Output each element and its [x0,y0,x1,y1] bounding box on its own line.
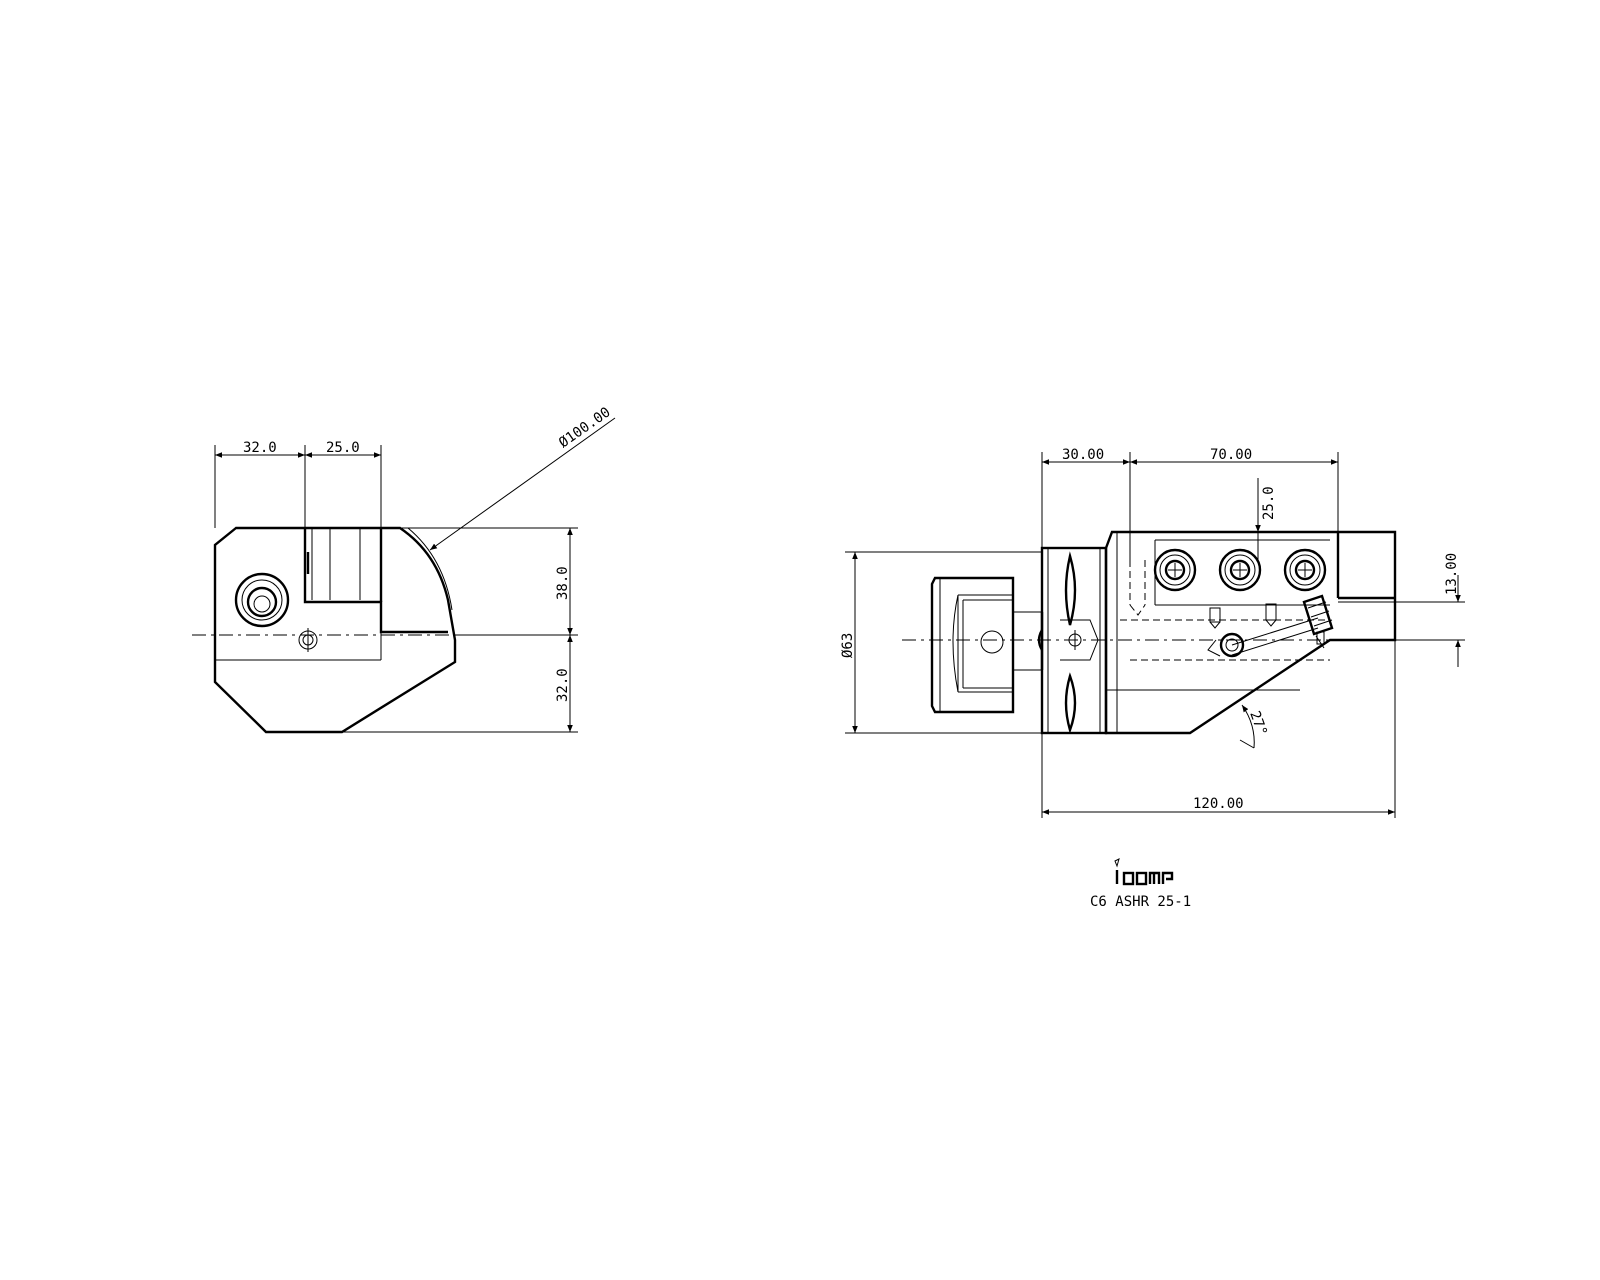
shank [930,576,1044,714]
dim-27-deg: 27° [1246,709,1270,738]
part-number: C6 ASHR 25-1 [1090,894,1191,910]
dim-25-slot: 25.0 [1261,486,1277,520]
coolant-hole [298,628,318,652]
flange [1037,546,1108,735]
dim-120: 120.00 [1193,796,1244,812]
title-block: C6 ASHR 25-1 [1090,858,1191,910]
plug-2 [1265,603,1277,627]
dim-38: 38.0 [555,566,571,600]
dim-13: 13.00 [1444,553,1460,595]
left-dim-top: 32.0 25.0 [214,440,382,528]
small-pin [1316,631,1325,645]
clamp-screw-1 [1153,548,1197,592]
dim-diameter-100: Ø100.00 [556,404,614,451]
dim-32-right: 32.0 [555,668,571,702]
left-slot [303,528,448,634]
clamp-screw-3 [1283,548,1327,592]
right-dim-angle: 27° [1239,704,1270,749]
plug-1 [1209,607,1221,629]
left-dim-right: 38.0 32.0 [342,527,578,733]
dim-30: 30.00 [1062,447,1104,463]
dim-63: Ø63 [840,633,856,658]
iscar-logo [1114,858,1174,886]
clamp-screw-2 [1218,548,1262,592]
right-dim-offset: 13.00 [1338,553,1465,667]
angled-plug [1302,594,1334,649]
clamp-screw [234,572,290,628]
right-dim-top: 30.00 70.00 25.0 [1041,447,1339,560]
dim-25-top: 25.0 [326,440,360,456]
left-view: 32.0 25.0 Ø100.00 38.0 32.0 [192,404,616,734]
right-dim-total: 120.00 [1041,640,1396,818]
coolant-screw [1207,617,1319,658]
dim-70: 70.00 [1210,447,1252,463]
dim-32-top: 32.0 [243,440,277,456]
right-view: 30.00 70.00 25.0 13.00 Ø63 27° [840,447,1465,818]
head-body [1104,530,1397,735]
right-dim-shank-dia: Ø63 [840,551,1042,734]
left-arc-inner [407,527,453,611]
left-body-outline [213,526,457,734]
